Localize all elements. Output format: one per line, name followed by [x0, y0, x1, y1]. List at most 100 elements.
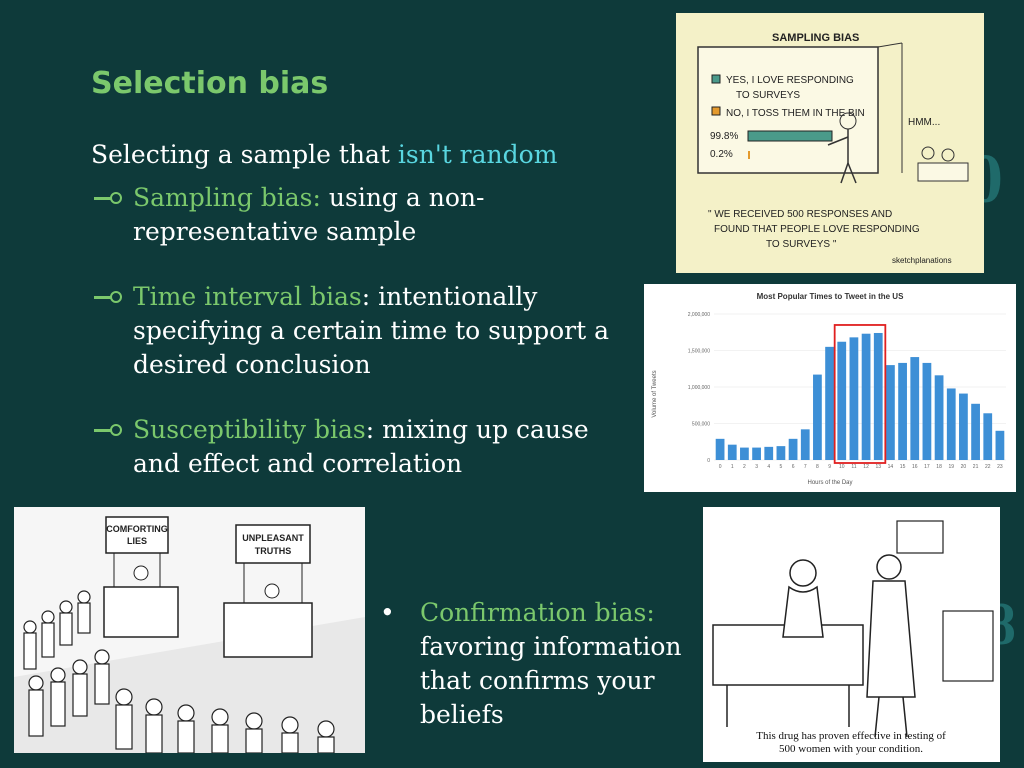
sign-text: UNPLEASANT	[242, 533, 304, 543]
item-text: : intentionally	[361, 282, 538, 311]
intro-line: Selecting a sample that isn't random	[91, 138, 557, 172]
quote-line: " WE RECEIVED 500 RESPONSES AND	[708, 209, 892, 220]
sign-comforting-lies	[105, 516, 169, 554]
x-tick-label: 11	[851, 464, 856, 470]
x-tick-label: 13	[875, 464, 881, 470]
item-text: favoring information	[420, 632, 682, 661]
legend-swatch	[711, 106, 721, 116]
bullet-dot: •	[380, 598, 395, 627]
x-tick-label: 1	[731, 464, 734, 470]
bar	[837, 341, 847, 460]
bullet-icon	[94, 191, 122, 205]
bar	[715, 438, 725, 460]
quote-line: TO SURVEYS "	[766, 239, 837, 250]
sign-unpleasant-truths	[235, 524, 311, 564]
x-tick-label: 0	[719, 464, 722, 470]
doctor	[876, 554, 902, 580]
bar	[861, 333, 871, 460]
bar	[959, 393, 968, 460]
tweet-times-chart: Most Popular Times to Tweet in the US Ho…	[644, 284, 1016, 492]
item-text: specifying a certain time to support a	[133, 316, 610, 345]
item-text: : mixing up cause	[365, 415, 589, 444]
bar	[995, 430, 1005, 460]
item-term: Susceptibility bias	[133, 415, 366, 444]
intro-lead: Selecting a sample that	[91, 140, 398, 169]
x-tick-label: 18	[936, 464, 942, 470]
item-text: beliefs	[420, 700, 504, 729]
bar-yes	[747, 130, 833, 142]
item-text: using a non-	[320, 183, 485, 212]
item-term: Sampling bias:	[133, 183, 321, 212]
bar	[910, 357, 920, 460]
bar	[873, 332, 883, 460]
bar	[727, 444, 737, 460]
thought-text: HMM...	[908, 117, 940, 128]
sign-text: COMFORTING	[106, 524, 168, 534]
cartoon-caption: 500 women with your condition.	[779, 743, 923, 755]
chart-title: Most Popular Times to Tweet in the US	[757, 292, 904, 301]
item-text: and effect and correlation	[133, 449, 463, 478]
bar-chart: Most Popular Times to Tweet in the US Ho…	[652, 292, 1006, 486]
bar	[825, 346, 834, 460]
intro-highlight: isn't random	[397, 140, 558, 169]
item-text: that confirms your	[420, 666, 655, 695]
x-tick-label: 6	[792, 464, 795, 470]
legend-no: NO, I TOSS THEM IN THE BIN	[726, 108, 865, 119]
x-tick-label: 7	[804, 464, 807, 470]
slide-title: Selection bias	[91, 66, 329, 101]
x-tick-label: 21	[973, 464, 979, 470]
x-axis-label: Hours of the Day	[807, 480, 852, 486]
sign-text: LIES	[127, 536, 147, 546]
bar	[983, 413, 993, 460]
bar	[971, 403, 980, 460]
bar	[764, 446, 774, 460]
bar	[813, 374, 822, 460]
sampling-bias-cartoon: SAMPLING BIAS YES, I LOVE RESPONDING TO …	[676, 13, 984, 273]
bar-no	[748, 151, 750, 159]
bar	[752, 447, 761, 460]
x-tick-label: 22	[985, 464, 991, 470]
highlight-box	[833, 324, 887, 464]
legend-yes-2: TO SURVEYS	[736, 90, 800, 101]
confirmation-bias-item: • Confirmation bias: favoring informatio…	[380, 596, 700, 732]
item-term: Time interval bias	[133, 282, 362, 311]
y-axis-label: Volume of Tweets	[652, 370, 658, 417]
bullet-icon	[94, 423, 122, 437]
x-tick-label: 23	[997, 464, 1003, 470]
item-sampling: Sampling bias: using a non- representati…	[133, 181, 484, 249]
sign-text: TRUTHS	[255, 546, 292, 556]
pct-no: 0.2%	[710, 149, 733, 160]
item-text: representative sample	[133, 217, 417, 246]
bar	[934, 375, 944, 460]
bar	[946, 388, 956, 460]
bar	[922, 362, 932, 460]
x-tick-label: 17	[924, 464, 930, 470]
cartoon-heading: SAMPLING BIAS	[772, 32, 859, 44]
bar	[849, 337, 859, 460]
queue-of-people	[23, 590, 335, 753]
legend-swatch	[711, 74, 721, 84]
x-tick-label: 8	[816, 464, 819, 470]
pct-yes: 99.8%	[710, 131, 738, 142]
x-tick-label: 5	[780, 464, 783, 470]
doctor-cartoon: This drug has proven effective in testin…	[703, 507, 1000, 762]
comforting-lies-cartoon: COMFORTING LIES UNPLEASANT TRUTHS	[14, 507, 365, 753]
x-tick-label: 10	[839, 464, 845, 470]
y-tick-label: 1,000,000	[688, 385, 710, 391]
cartoon-caption: This drug has proven effective in testin…	[756, 730, 946, 742]
x-tick-label: 12	[863, 464, 869, 470]
x-tick-label: 14	[888, 464, 894, 470]
bar	[788, 438, 798, 460]
x-tick-label: 2	[743, 464, 746, 470]
cartoon-credit: sketchplanations	[892, 256, 952, 265]
bullet-icon	[94, 290, 122, 304]
x-tick-label: 4	[767, 464, 770, 470]
bar	[740, 447, 749, 460]
x-tick-label: 9	[828, 464, 831, 470]
bar	[776, 446, 786, 460]
bar	[886, 365, 895, 460]
item-term: Confirmation bias:	[420, 598, 655, 627]
y-tick-label: 0	[707, 458, 710, 464]
item-text: desired conclusion	[133, 350, 371, 379]
bar	[800, 429, 810, 460]
